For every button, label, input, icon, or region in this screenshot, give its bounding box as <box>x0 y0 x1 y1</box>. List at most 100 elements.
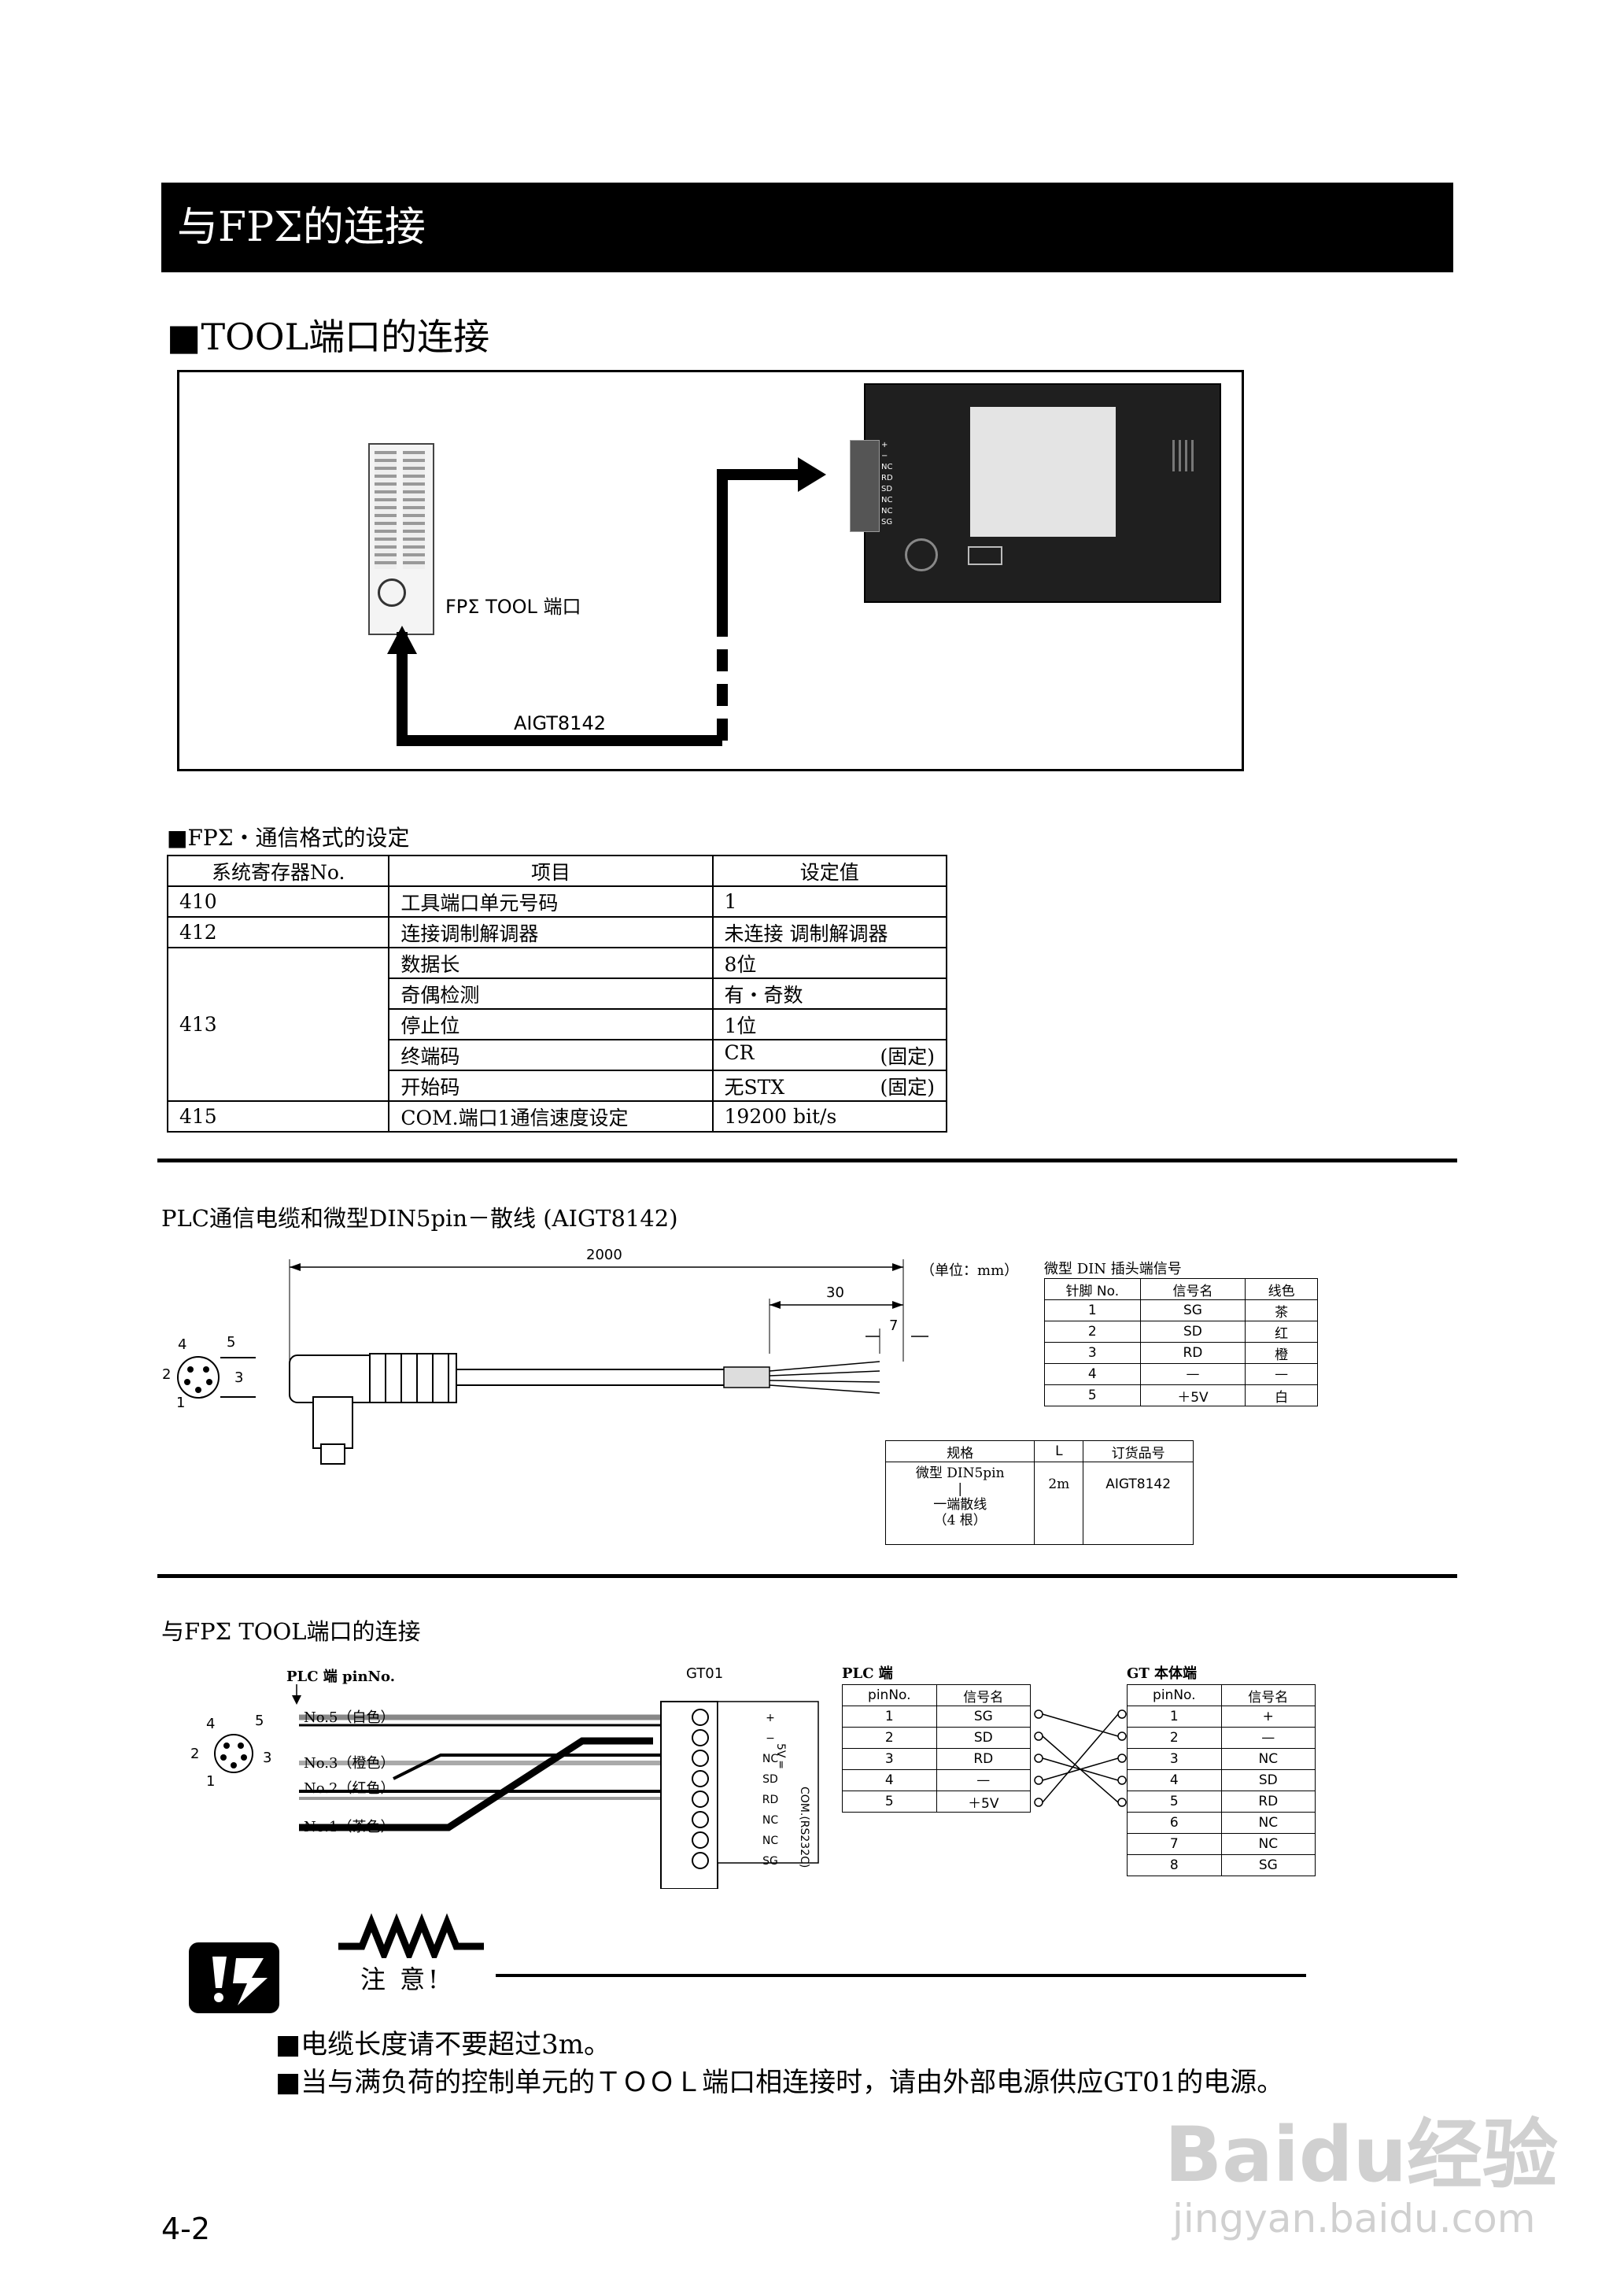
table-cell: 橙 <box>1245 1342 1318 1364</box>
spec-line: （4 根） <box>933 1513 987 1528</box>
crossover-wiring <box>1034 1709 1127 1807</box>
wiring-section-heading: 与FPΣ TOOL端口的连接 <box>161 1618 421 1645</box>
table-row: 终端码 CR(固定) <box>168 1039 948 1071</box>
gt-terminal: NC <box>881 496 893 504</box>
spec-line: 一端散线 <box>933 1497 987 1513</box>
table-row: 413 数据长 8位 <box>166 947 948 1102</box>
dimension-total: 2000 <box>586 1247 622 1263</box>
fp-sigma-plc-image <box>368 443 434 635</box>
table-row: 奇偶检测 有・奇数 <box>168 978 948 1010</box>
table-cell: 2 <box>1044 1321 1141 1343</box>
terminal-label: NC <box>762 1753 779 1765</box>
table-cell: 415 <box>166 1100 390 1133</box>
dimension-7: 7 <box>889 1318 899 1334</box>
table-row: 4— <box>842 1769 1032 1791</box>
length-cell: 2m <box>1034 1462 1084 1545</box>
table-header: 针脚 No. <box>1044 1278 1141 1300</box>
watermark-url: jingyan.baidu.com <box>1172 2196 1536 2241</box>
divider <box>157 1574 1457 1578</box>
table-cell: 4 <box>842 1769 937 1791</box>
table-header: pinNo. <box>1127 1684 1222 1706</box>
table-cell: 7 <box>1127 1833 1222 1855</box>
watermark-brand: Baidu经验 <box>1164 2111 1558 2199</box>
table-cell: RD <box>1139 1342 1246 1364</box>
table-header: pinNo. <box>842 1684 937 1706</box>
terminal-label: RD <box>762 1794 779 1806</box>
table-cell: 8 <box>1127 1854 1222 1876</box>
table-cell: 未连接 调制解调器 <box>711 916 948 948</box>
table-header: 订货品号 <box>1083 1440 1194 1462</box>
table-cell: 终端码 <box>388 1039 714 1071</box>
table-header: 信号名 <box>936 1684 1032 1706</box>
power-label: 5V ═ <box>774 1743 787 1768</box>
cable-label: AIGT8142 <box>514 712 606 734</box>
gt01-label: GT01 <box>686 1665 724 1682</box>
table-cell: 2 <box>1127 1727 1222 1749</box>
table-cell: NC <box>1220 1833 1316 1855</box>
table-header: 信号名 <box>1220 1684 1316 1706</box>
table-cell: SD <box>1139 1321 1246 1343</box>
cell-fixed-note: (固定) <box>880 1044 935 1068</box>
table-cell: 410 <box>166 885 390 918</box>
table-row: 5＋5V <box>842 1791 1032 1813</box>
cell-value: 无STX <box>724 1075 785 1099</box>
cable-dimension-drawing <box>177 1259 928 1465</box>
table-cell: 茶 <box>1245 1299 1318 1321</box>
table-row: 微型 DIN5pin | 一端散线 （4 根） 2m AIGT8142 <box>884 1462 1194 1545</box>
wire-label: No.3（橙色） <box>304 1755 395 1772</box>
gt-terminal: RD <box>881 474 893 482</box>
page-title: 与FPΣ的连接 <box>161 183 1453 272</box>
cell-fixed-note: (固定) <box>880 1075 935 1099</box>
table-cell: 有・奇数 <box>711 978 948 1010</box>
din-pin-label: 1 <box>176 1395 186 1411</box>
terminal-label: − <box>766 1732 775 1745</box>
spec-cell: 微型 DIN5pin | 一端散线 （4 根） <box>884 1462 1035 1545</box>
wire-label: No.1（茶色） <box>304 1819 395 1835</box>
wiring-drawing <box>214 1684 819 1889</box>
din-pin-label: 5 <box>227 1334 236 1351</box>
table-header: 规格 <box>884 1440 1035 1462</box>
table-cell: — <box>1220 1727 1316 1749</box>
din-pin-label: 4 <box>178 1336 187 1353</box>
din-pin-label: 5 <box>255 1713 264 1729</box>
din-pin-label: 4 <box>206 1716 216 1732</box>
table-cell: — <box>1245 1363 1318 1385</box>
table-header: L <box>1034 1440 1084 1462</box>
table-cell: 5 <box>1044 1384 1141 1406</box>
table-cell: 数据长 <box>388 947 714 979</box>
table-cell: 3 <box>1127 1748 1222 1770</box>
divider <box>157 1159 1457 1162</box>
table-cell: 白 <box>1245 1384 1318 1406</box>
din-pin-label: 1 <box>206 1773 216 1790</box>
table-cell: 工具端口单元号码 <box>388 885 714 918</box>
table-header: 设定值 <box>711 855 948 887</box>
table-row: 开始码 无STX(固定) <box>168 1070 948 1102</box>
caution-item: ■当与满负荷的控制单元的ＴＯＯＬ端口相连接时，请由外部电源供应GT01的电源。 <box>275 2067 1284 2098</box>
din-pin-label: 3 <box>234 1369 244 1386</box>
table-cell: 停止位 <box>388 1008 714 1040</box>
settings-table-caption: ■FPΣ・通信格式的设定 <box>167 825 410 851</box>
table-header: 信号名 <box>1139 1278 1246 1300</box>
table-row: 4—— <box>1044 1363 1318 1385</box>
table-cell: 红 <box>1245 1321 1318 1343</box>
table-cell: 413 <box>166 947 390 1102</box>
gt01-unit-image: + − NC RD SD NC NC SG <box>850 383 1221 603</box>
gt-table-caption: GT 本体端 <box>1127 1665 1198 1682</box>
caution-icon <box>189 1942 279 2013</box>
part-number-cell: AIGT8142 <box>1083 1462 1194 1545</box>
terminal-label: NC <box>762 1814 779 1827</box>
table-cell: 1 <box>711 885 948 918</box>
gt-terminal: NC <box>881 463 893 471</box>
table-cell: 6 <box>1127 1812 1222 1834</box>
table-cell: SG <box>1139 1299 1246 1321</box>
